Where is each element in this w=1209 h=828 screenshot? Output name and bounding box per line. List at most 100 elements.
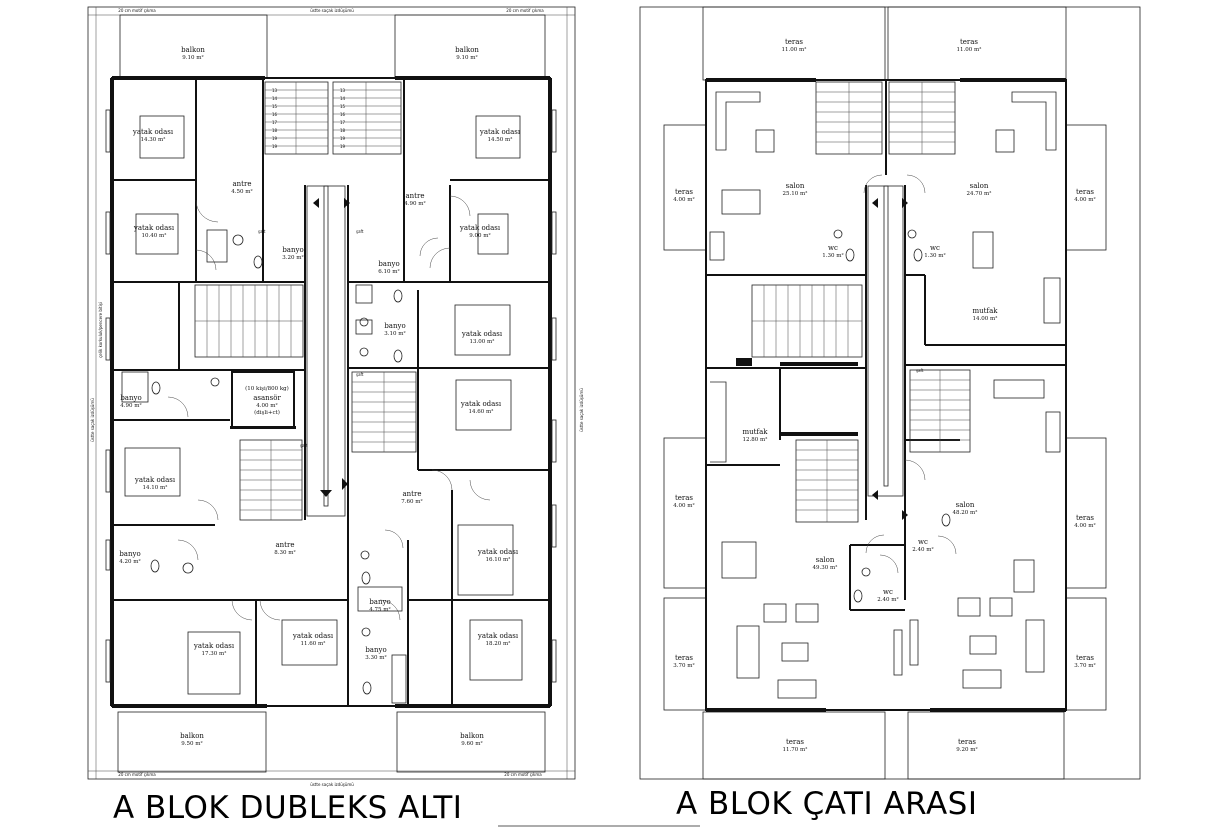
room-area-teras-bot-left: 11.70 m² (783, 746, 808, 753)
room-area-teras-l2: 4.00 m² (673, 502, 694, 509)
room-area-yatak-2: 14.50 m² (488, 136, 513, 143)
stair-number: 17 (340, 120, 346, 125)
room-name-banyo-5: banyo (119, 550, 140, 558)
stair-number: 14 (272, 96, 278, 101)
room-area-yatak-1: 14.30 m² (141, 136, 166, 143)
room-name-yatak-10: yatak odası (292, 632, 334, 640)
room-area-banyo-4: 4.90 m² (120, 402, 141, 409)
r-stair-middle (751, 284, 863, 358)
room-area-mutfak-1: 14.00 m² (973, 315, 998, 322)
note-motif-br: 20 cm motif çıkma (504, 772, 542, 777)
room-name-banyo-7: banyo (365, 646, 386, 654)
stair-number: 19 (340, 144, 346, 149)
room-name-teras-l1: teras (675, 188, 693, 196)
note-cornice: çelik korkuluk/pencere bitişi (98, 302, 103, 358)
room-area-teras-top-left: 11.00 m² (782, 46, 807, 53)
left-windows (105, 109, 557, 683)
room-name-balkon-bot-left: balkon (180, 732, 204, 740)
room-area-teras-l3: 3.70 m² (673, 662, 694, 669)
room-name-yatak-1: yatak odası (132, 128, 174, 136)
stair-number: 19 (272, 136, 278, 141)
shaft-label: şaft (300, 443, 308, 448)
room-note: (dişli+ct) (254, 409, 280, 416)
room-area-banyo-7: 3.30 m² (365, 654, 386, 661)
core-corridor (306, 185, 346, 517)
room-area-yatak-3: 10.40 m² (142, 232, 167, 239)
room-area-yatak-10: 11.60 m² (301, 640, 326, 647)
stair-middle (194, 284, 304, 358)
room-name-balkon-top-left: balkon (181, 46, 205, 54)
room-name-mutfak-1: mutfak (973, 307, 999, 315)
room-name-banyo-6: banyo (369, 598, 390, 606)
shaft-label: şaft (356, 229, 364, 234)
room-name-wc-1: wc (828, 244, 838, 252)
room-name-teras-bot-left: teras (786, 738, 804, 746)
room-area-antre-4: 8.30 m² (274, 549, 295, 556)
room-area-antre-2: 4.90 m² (404, 200, 425, 207)
room-area-balkon-top-left: 9.10 m² (182, 54, 203, 61)
shaft-label: şaft (258, 229, 266, 234)
room-area-wc-4: 2.40 m² (877, 596, 898, 603)
r-stair-top-left (815, 81, 883, 155)
room-name-asansor: asansör (253, 394, 281, 402)
teras-bot-right (907, 711, 1065, 780)
room-name-antre-2: antre (406, 192, 425, 200)
balkon-bot-right (396, 711, 546, 773)
room-name-teras-l3: teras (675, 654, 693, 662)
room-area-balkon-top-right: 9.10 m² (456, 54, 477, 61)
stair-top-left (264, 81, 329, 155)
stair-number: 15 (272, 104, 278, 109)
room-area-asansor: 4.00 m² (256, 402, 277, 409)
room-name-salon-3: salon (956, 501, 975, 509)
room-area-salon-1: 25.10 m² (783, 190, 808, 197)
room-area-antre-1: 4.50 m² (231, 188, 252, 195)
room-name-yatak-8: yatak odası (477, 548, 519, 556)
stair-number: 15 (340, 104, 346, 109)
room-name-yatak-9: yatak odası (193, 642, 235, 650)
room-area-yatak-4: 9.00 m² (469, 232, 490, 239)
room-name-antre-3: antre (403, 490, 422, 498)
room-area-salon-3: 48.20 m² (953, 509, 978, 516)
note-motif-bl: 20 cm motif çıkma (118, 772, 156, 777)
left-building-outline (111, 77, 551, 707)
room-name-antre-4: antre (276, 541, 295, 549)
room-area-teras-bot-right: 9.20 m² (956, 746, 977, 753)
room-area-wc-1: 1.30 m² (822, 252, 843, 259)
room-area-wc-3: 2.40 m² (912, 546, 933, 553)
room-area-balkon-bot-right: 9.60 m² (461, 740, 482, 747)
note-motif-tl: 20 cm motif çıkma (118, 8, 156, 13)
room-name-wc-3: wc (918, 538, 928, 546)
room-name-teras-bot-right: teras (958, 738, 976, 746)
balkon-bot-left (117, 711, 267, 773)
shaft-label: şaft (356, 372, 364, 377)
note-top: üstte saçak izdüşümü (310, 8, 354, 13)
room-area-banyo-5: 4.20 m² (119, 558, 140, 565)
room-area-wc-2: 1.30 m² (924, 252, 945, 259)
room-area-teras-r3: 3.70 m² (1074, 662, 1095, 669)
room-area-mutfak-2: 12.80 m² (743, 436, 768, 443)
room-name-teras-l2: teras (675, 494, 693, 502)
room-area-banyo-1: 3.20 m² (282, 254, 303, 261)
r-stair-top-right (888, 81, 956, 155)
room-area-salon-2: 24.70 m² (967, 190, 992, 197)
room-area-teras-r2: 4.00 m² (1074, 522, 1095, 529)
room-name-wc-4: wc (883, 588, 893, 596)
stair-number: 16 (340, 112, 346, 117)
room-name-balkon-top-right: balkon (455, 46, 479, 54)
stair-top-right (332, 81, 402, 155)
room-name-antre-1: antre (233, 180, 252, 188)
stair-number: 19 (340, 136, 346, 141)
room-name-banyo-4: banyo (120, 394, 141, 402)
room-name-teras-r1: teras (1076, 188, 1094, 196)
room-name-banyo-3: banyo (384, 322, 405, 330)
room-area-salon-4: 49.30 m² (813, 564, 838, 571)
room-area-yatak-6: 14.60 m² (469, 408, 494, 415)
room-name-salon-4: salon (816, 556, 835, 564)
stair-number: 18 (272, 128, 278, 133)
room-area-yatak-5: 13.00 m² (470, 338, 495, 345)
stair-number: 14 (340, 96, 346, 101)
